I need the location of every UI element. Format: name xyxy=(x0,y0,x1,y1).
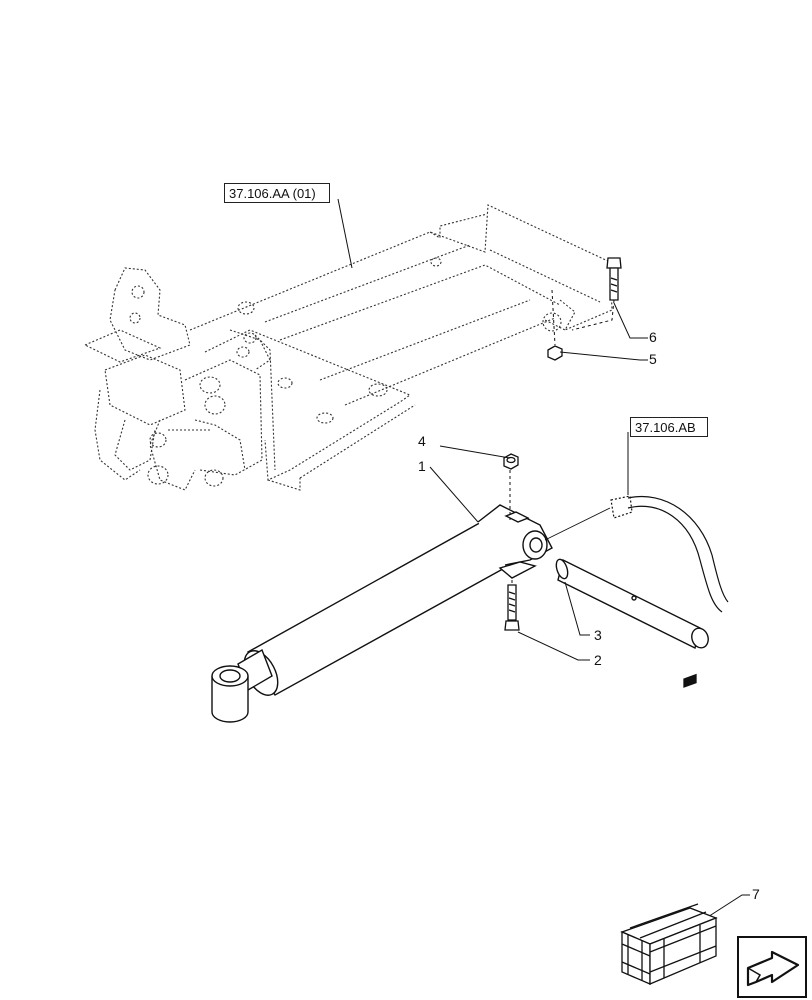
frame-reference-label[interactable]: 37.106.AA (01) xyxy=(224,183,330,203)
pivot-pin xyxy=(555,558,709,650)
bolt-item-6 xyxy=(606,257,622,301)
callout-5: 5 xyxy=(649,351,657,367)
callout-7: 7 xyxy=(752,886,760,902)
callout-6: 6 xyxy=(649,329,657,345)
hydraulic-cylinder xyxy=(211,504,553,723)
hose-reference-label[interactable]: 37.106.AB xyxy=(630,417,708,437)
kit-crate-icon xyxy=(620,673,718,985)
callout-2: 2 xyxy=(594,652,602,668)
bolt-item-2 xyxy=(504,584,520,631)
callout-4: 4 xyxy=(418,433,426,449)
leader-lines xyxy=(337,198,750,923)
callout-1: 1 xyxy=(418,458,426,474)
hydraulic-hose xyxy=(544,495,729,613)
callout-3: 3 xyxy=(594,627,602,643)
next-page-arrow-icon[interactable] xyxy=(737,936,807,998)
nut-item-5 xyxy=(547,345,563,361)
axle-frame-phantom xyxy=(83,204,613,491)
nut-item-4 xyxy=(503,453,519,470)
